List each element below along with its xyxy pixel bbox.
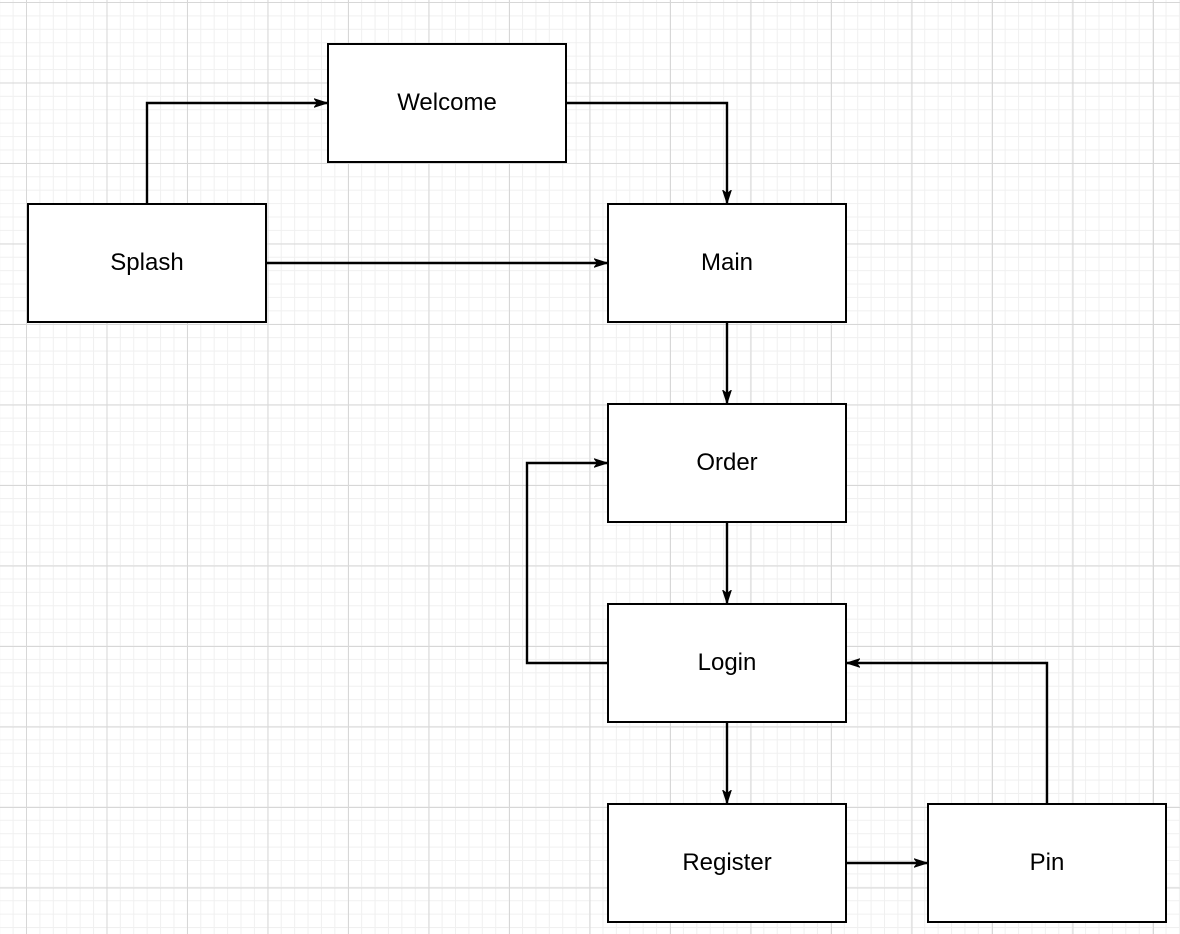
node-order-label: Order xyxy=(696,448,758,476)
node-pin-label: Pin xyxy=(1029,848,1065,876)
node-splash[interactable]: Splash xyxy=(27,203,267,323)
node-main[interactable]: Main xyxy=(607,203,847,323)
node-pin[interactable]: Pin xyxy=(927,803,1167,923)
node-register-label: Register xyxy=(682,848,772,876)
node-login-label: Login xyxy=(697,648,757,676)
edge-login-to-order[interactable] xyxy=(525,458,608,665)
node-splash-label: Splash xyxy=(110,248,184,276)
node-register[interactable]: Register xyxy=(607,803,847,923)
edge-pin-to-login[interactable] xyxy=(846,658,1049,803)
node-main-label: Main xyxy=(700,248,754,276)
edge-welcome-to-main[interactable] xyxy=(567,101,732,204)
node-login[interactable]: Login xyxy=(607,603,847,723)
node-welcome[interactable]: Welcome xyxy=(327,43,567,163)
node-order[interactable]: Order xyxy=(607,403,847,523)
edge-splash-to-welcome[interactable] xyxy=(145,98,328,203)
node-welcome-label: Welcome xyxy=(397,88,497,116)
